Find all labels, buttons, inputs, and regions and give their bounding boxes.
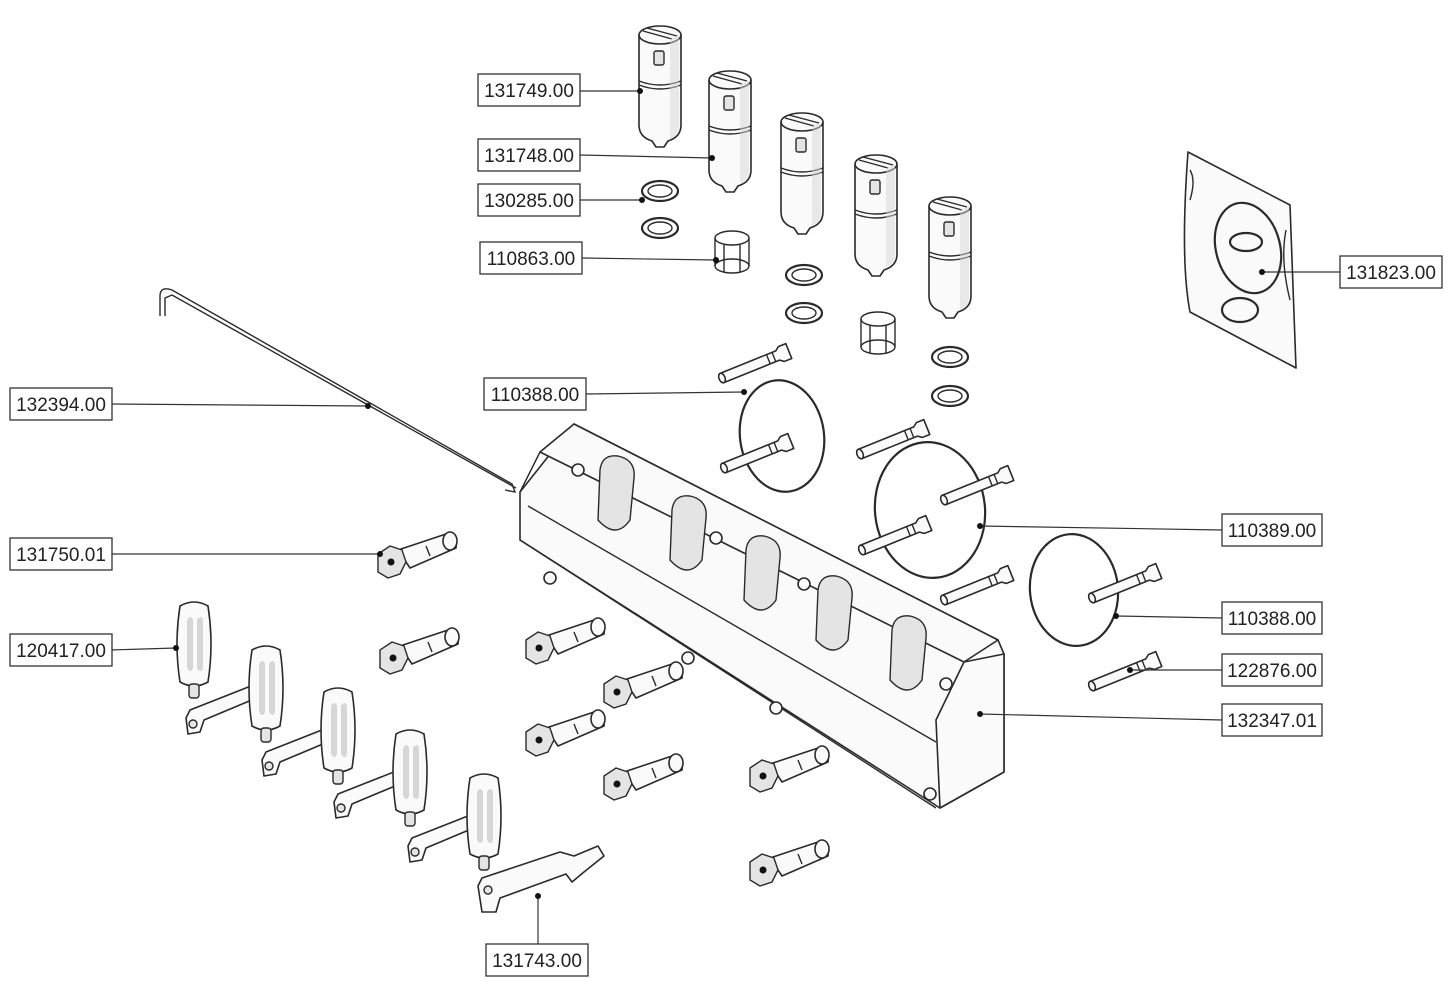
callout-131749: 131749.00 [477, 73, 581, 107]
callout-131743: 131743.00 [485, 943, 589, 977]
callout-131750: 131750.01 [9, 537, 113, 571]
nut-131750 [377, 531, 458, 579]
handle-3 [320, 687, 356, 785]
leader-dots [173, 88, 1265, 899]
pin-2 [717, 432, 795, 478]
part-number-label: 131823.00 [1346, 263, 1436, 284]
handle-2 [248, 645, 284, 743]
manifold-pockets [597, 455, 927, 691]
nut-3 [525, 617, 606, 665]
o-ring-130285 [640, 179, 680, 203]
nut-8 [749, 839, 830, 887]
callout-122876: 122876.00 [1221, 653, 1323, 687]
callout-132347: 132347.01 [1221, 703, 1323, 737]
o-ring-3 [784, 263, 824, 287]
callout-132394: 132394.00 [9, 387, 113, 421]
handle-120417 [176, 601, 212, 699]
nut-7 [749, 745, 830, 793]
callout-120417: 120417.00 [9, 633, 113, 667]
cartridge-3 [780, 112, 824, 235]
nut-4 [603, 661, 684, 709]
lever-131743 [477, 845, 605, 913]
part-number-label: 132394.00 [16, 395, 106, 416]
o-ring-2 [640, 216, 680, 240]
cage-110863 [714, 230, 750, 274]
pin-7 [1085, 562, 1163, 608]
pin-6 [937, 564, 1015, 610]
nut-6 [603, 753, 684, 801]
handle-4 [392, 729, 428, 827]
cartridge-131749 [638, 25, 682, 148]
part-number-label: 131743.00 [492, 951, 582, 972]
callout-110388-top: 110388.00 [483, 377, 587, 411]
part-number-label: 132347.01 [1227, 711, 1317, 732]
pin-3 [853, 418, 931, 464]
part-number-label: 110389.00 [1228, 521, 1316, 542]
manifold-body-132347 [519, 423, 1005, 809]
pin-5 [855, 514, 933, 560]
callout-110388-right: 110388.00 [1221, 601, 1323, 635]
cage-2 [860, 311, 896, 355]
nut-2 [379, 627, 460, 675]
o-ring-6 [930, 384, 970, 408]
cartridge-4 [854, 154, 898, 277]
cartridge-131748 [708, 70, 752, 193]
rod-132394 [159, 288, 517, 493]
part-number-label: 110388.00 [1228, 609, 1316, 630]
leader-lines [109, 90, 1340, 944]
callout-110389: 110389.00 [1221, 513, 1323, 547]
callout-131823: 131823.00 [1339, 255, 1443, 289]
part-number-label: 110388.00 [491, 385, 579, 406]
part-number-label: 130285.00 [484, 191, 574, 212]
nut-5 [525, 709, 606, 757]
part-number-label: 131750.01 [16, 545, 106, 566]
large-o-ring-110388-top [738, 379, 826, 493]
pin-4 [937, 464, 1015, 510]
large-o-ring-110389 [873, 441, 987, 579]
callout-110863: 110863.00 [479, 241, 583, 275]
part-number-label: 120417.00 [16, 641, 106, 662]
callout-130285: 130285.00 [477, 183, 581, 217]
callout-131748: 131748.00 [477, 138, 581, 172]
o-ring-5 [930, 345, 970, 369]
part-number-label: 110863.00 [487, 249, 575, 270]
cartridge-5 [928, 196, 972, 319]
handle-5 [466, 773, 502, 871]
pin-122876 [1085, 650, 1163, 696]
part-number-label: 131748.00 [484, 146, 574, 167]
part-number-label: 122876.00 [1227, 661, 1317, 682]
seal-kit-bag-131823 [1183, 151, 1297, 369]
o-ring-4 [784, 301, 824, 325]
part-number-label: 131749.00 [484, 81, 574, 102]
